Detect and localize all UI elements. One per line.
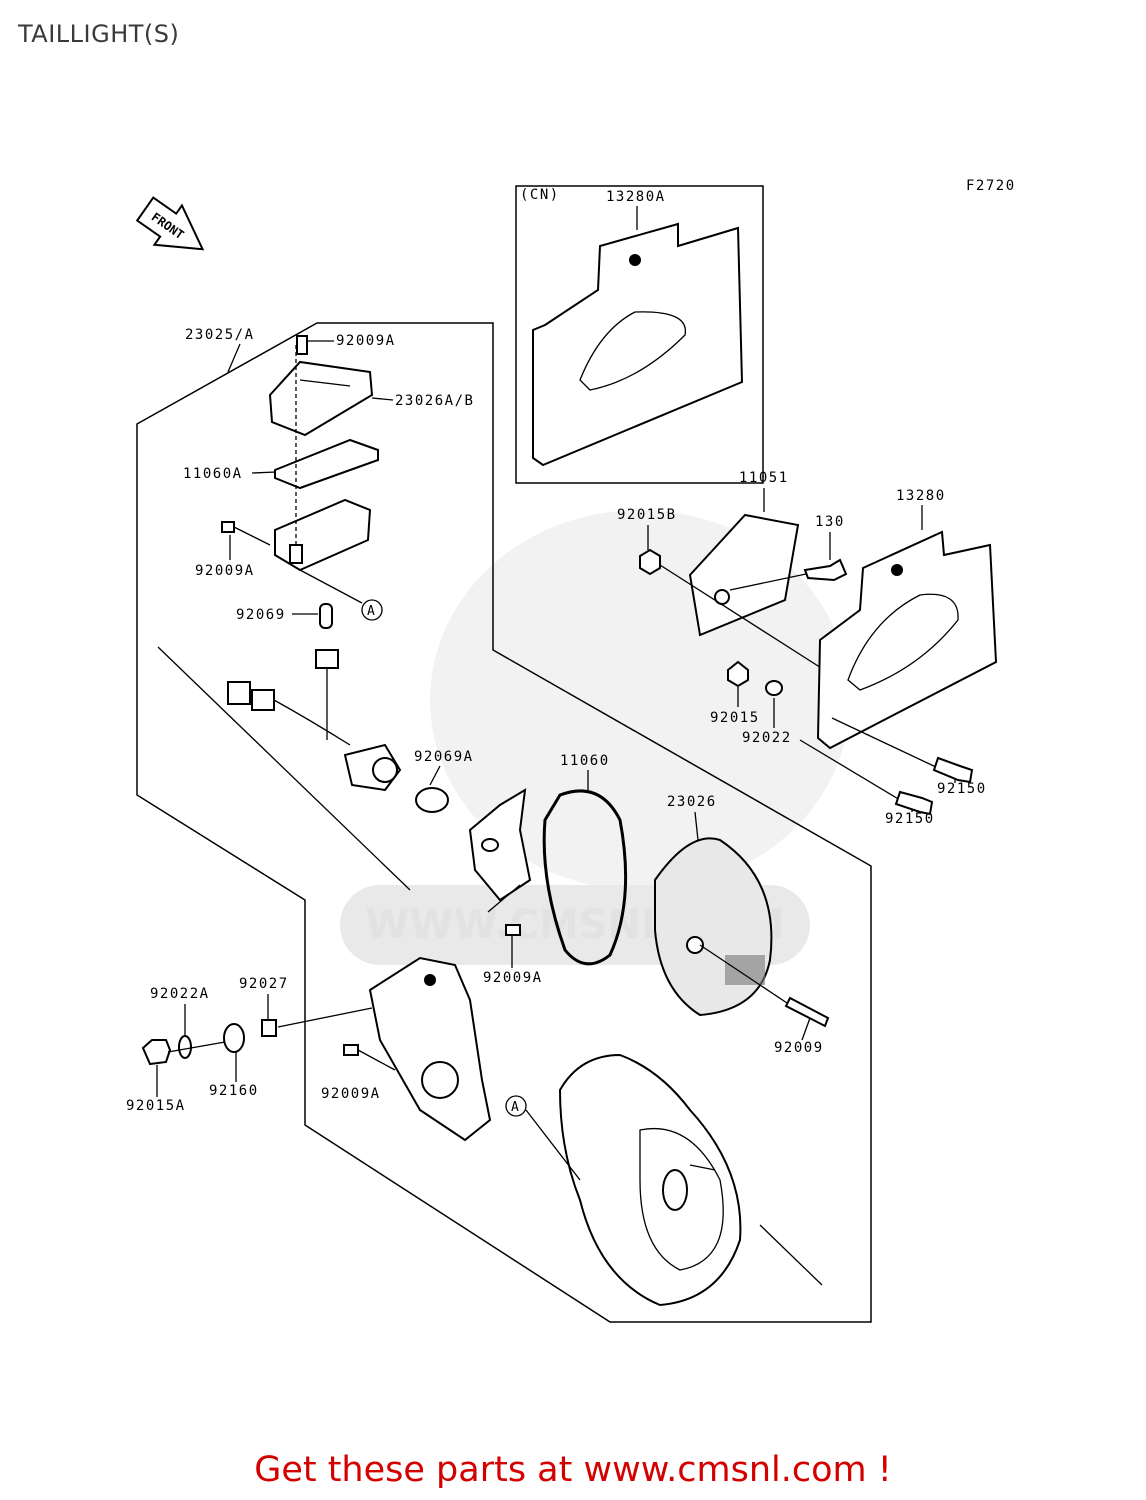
label-92160: 92160 bbox=[209, 1083, 259, 1099]
label-92027: 92027 bbox=[239, 976, 289, 992]
label-92022: 92022 bbox=[742, 730, 792, 746]
cn-label: (CN) bbox=[520, 187, 560, 203]
license-plate-holder-cn bbox=[532, 222, 744, 467]
screw-92009A-top bbox=[296, 335, 308, 355]
label-92015B: 92015B bbox=[617, 507, 677, 523]
figure-code: F2720 bbox=[966, 178, 1016, 194]
bolt-92150-b bbox=[894, 790, 934, 816]
gasket-11060 bbox=[542, 789, 628, 966]
bolt-92150-a bbox=[932, 756, 974, 784]
label-23026: 23026 bbox=[667, 794, 717, 810]
taillight-base-bracket bbox=[368, 956, 492, 1142]
label-92009: 92009 bbox=[774, 1040, 824, 1056]
washer-92022A bbox=[178, 1035, 192, 1059]
label-13280A: 13280A bbox=[606, 189, 666, 205]
label-92015: 92015 bbox=[710, 710, 760, 726]
promo-link[interactable]: Get these parts at www.cmsnl.com ! bbox=[254, 1450, 892, 1490]
bracket-11051 bbox=[688, 513, 800, 637]
label-92009A-bottom: 92009A bbox=[321, 1086, 381, 1102]
marker-A-top-label: A bbox=[367, 604, 375, 619]
label-130: 130 bbox=[815, 514, 845, 530]
label-92015A: 92015A bbox=[126, 1098, 186, 1114]
label-92150-a: 92150 bbox=[937, 781, 987, 797]
label-11060: 11060 bbox=[560, 753, 610, 769]
label-23025-A: 23025/A bbox=[185, 327, 255, 343]
label-92069A: 92069A bbox=[414, 749, 474, 765]
label-92150-b: 92150 bbox=[885, 811, 935, 827]
label-11051: 11051 bbox=[739, 470, 789, 486]
taillight-housing bbox=[558, 1053, 742, 1307]
screw-92009A-mid bbox=[505, 924, 521, 936]
label-92009A-left: 92009A bbox=[195, 563, 255, 579]
label-92009A-top: 92009A bbox=[336, 333, 396, 349]
screw-92009A-bottom bbox=[343, 1044, 359, 1056]
license-lamp-cover bbox=[268, 360, 374, 437]
license-plate-holder-13280 bbox=[816, 530, 998, 750]
wire-harness bbox=[227, 649, 402, 792]
bolt-130 bbox=[803, 558, 848, 582]
bulb-92069 bbox=[319, 603, 333, 629]
label-13280: 13280 bbox=[896, 488, 946, 504]
collar-92027 bbox=[261, 1019, 277, 1037]
nut-92015A bbox=[141, 1039, 172, 1066]
screw-92009 bbox=[784, 996, 830, 1028]
license-lamp-housing bbox=[274, 498, 372, 572]
marker-A-bottom-label: A bbox=[511, 1100, 519, 1115]
front-arrow-icon: FRONT bbox=[135, 196, 205, 251]
nut-92015B bbox=[639, 548, 661, 576]
washer-92022 bbox=[765, 680, 783, 696]
assembly-frame bbox=[136, 322, 872, 1323]
diagram-title: TAILLIGHT(S) bbox=[18, 20, 180, 48]
lamp-reflector bbox=[468, 788, 532, 902]
taillight-lens-23026 bbox=[654, 837, 773, 1017]
gasket-11060A bbox=[274, 438, 379, 490]
screw-92009A-left bbox=[221, 521, 271, 546]
label-23026A-B: 23026A/B bbox=[395, 393, 474, 409]
marker-A-top bbox=[361, 599, 383, 621]
label-92022A: 92022A bbox=[150, 986, 210, 1002]
bulb-92069A bbox=[415, 787, 449, 813]
cn-inset-frame bbox=[515, 185, 764, 484]
label-92069: 92069 bbox=[236, 607, 286, 623]
grommet-92160 bbox=[223, 1023, 245, 1053]
label-11060A: 11060A bbox=[183, 466, 243, 482]
marker-A-bottom bbox=[505, 1095, 527, 1117]
nut-92015 bbox=[727, 660, 749, 688]
label-92009A-mid: 92009A bbox=[483, 970, 543, 986]
